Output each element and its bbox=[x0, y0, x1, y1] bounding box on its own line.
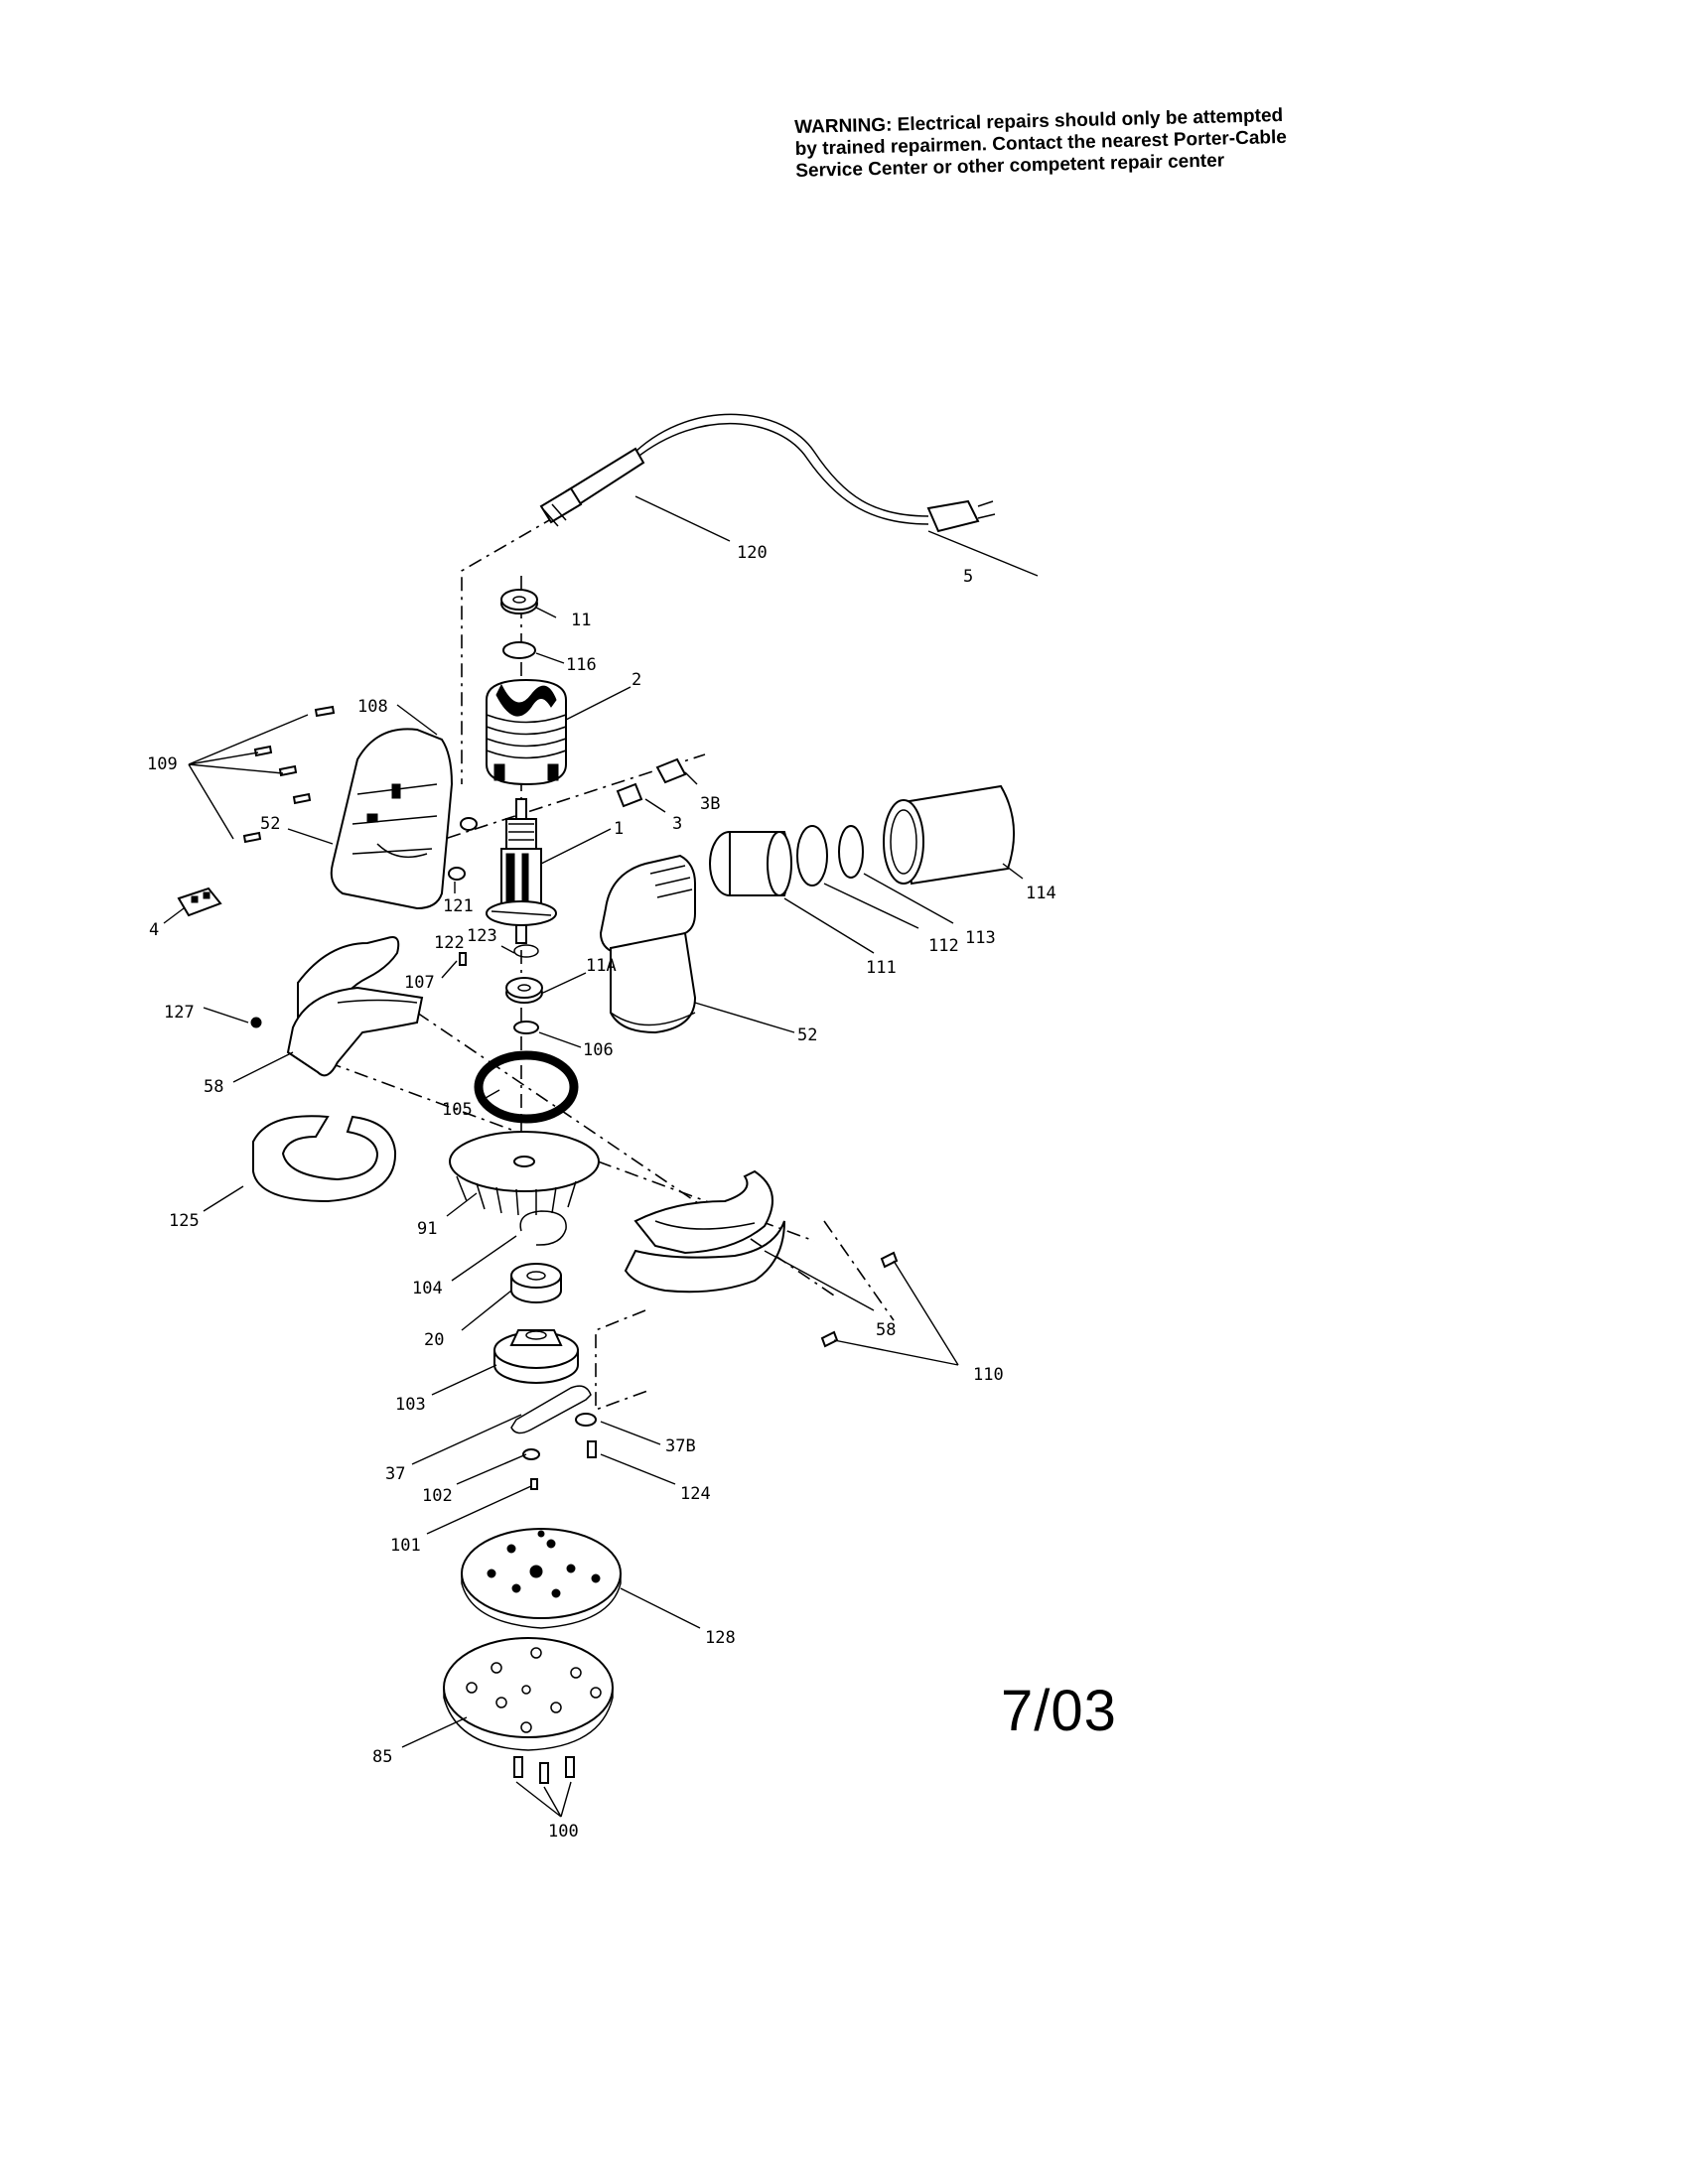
label-37: 37 bbox=[385, 1464, 405, 1484]
label-52-handle: 52 bbox=[260, 814, 280, 834]
label-11a: 11A bbox=[586, 956, 617, 976]
label-107: 107 bbox=[404, 973, 435, 993]
label-3: 3 bbox=[672, 814, 682, 834]
label-1: 1 bbox=[614, 819, 624, 839]
screw-124 bbox=[587, 1440, 597, 1458]
label-2: 2 bbox=[632, 670, 641, 690]
nut-37b bbox=[575, 1413, 597, 1427]
sanding-pad-85 bbox=[443, 1637, 614, 1751]
part-labels: 120 5 11 116 2 108 109 52 3 3B 1 114 113… bbox=[147, 543, 1056, 1842]
label-52-motor: 52 bbox=[797, 1025, 817, 1045]
washer-102 bbox=[522, 1448, 540, 1460]
bearing-11 bbox=[500, 589, 538, 614]
label-103: 103 bbox=[395, 1395, 426, 1415]
label-5: 5 bbox=[963, 567, 973, 587]
retaining-ring-104 bbox=[519, 1210, 567, 1246]
label-101: 101 bbox=[390, 1536, 421, 1556]
handle-housing-108 bbox=[330, 728, 454, 910]
brush-3b bbox=[655, 757, 687, 784]
fan-91 bbox=[449, 1131, 600, 1216]
gasket-112 bbox=[796, 825, 828, 887]
shroud-58-upper bbox=[250, 936, 424, 1077]
label-105: 105 bbox=[442, 1100, 473, 1120]
label-125: 125 bbox=[169, 1211, 200, 1231]
washer-106 bbox=[513, 1021, 539, 1034]
label-4: 4 bbox=[149, 920, 159, 940]
label-3b: 3B bbox=[700, 794, 720, 814]
label-128: 128 bbox=[705, 1628, 736, 1648]
backing-pad-128 bbox=[461, 1528, 622, 1629]
c-ring-125 bbox=[252, 1115, 397, 1203]
screws-109 bbox=[242, 705, 336, 844]
switch-4 bbox=[177, 887, 222, 917]
label-120: 120 bbox=[737, 543, 768, 563]
retaining-ring-122 bbox=[513, 944, 539, 958]
nut-121 bbox=[448, 867, 466, 881]
brush-holder-3 bbox=[616, 782, 643, 808]
label-37b: 37B bbox=[665, 1436, 696, 1456]
armature-1 bbox=[486, 798, 557, 944]
motor-housing-52 bbox=[599, 854, 697, 1034]
leader-lines bbox=[163, 495, 1039, 1818]
dust-port-111 bbox=[709, 831, 792, 896]
label-110: 110 bbox=[973, 1365, 1004, 1385]
screw-101 bbox=[530, 1478, 538, 1490]
bearing-11a bbox=[505, 977, 543, 1004]
label-11: 11 bbox=[571, 611, 591, 630]
label-91: 91 bbox=[417, 1219, 437, 1239]
power-cord-assembly bbox=[539, 413, 996, 533]
filter-113 bbox=[838, 825, 864, 879]
belt-37 bbox=[510, 1385, 592, 1434]
nut-121b bbox=[460, 817, 478, 831]
label-127: 127 bbox=[164, 1003, 195, 1023]
counterweight-103 bbox=[493, 1329, 579, 1384]
shroud-58-lower bbox=[624, 1169, 785, 1294]
label-121: 121 bbox=[443, 896, 474, 916]
label-108: 108 bbox=[357, 697, 388, 717]
label-123: 123 bbox=[467, 926, 497, 946]
label-102: 102 bbox=[422, 1486, 453, 1506]
washer-116 bbox=[502, 641, 536, 659]
label-112: 112 bbox=[928, 936, 959, 956]
field-2 bbox=[486, 678, 567, 786]
label-109: 109 bbox=[147, 754, 178, 774]
label-58-upper: 58 bbox=[204, 1077, 223, 1097]
pin-107 bbox=[459, 952, 467, 966]
screws-100 bbox=[513, 1756, 575, 1784]
label-100: 100 bbox=[548, 1822, 579, 1842]
o-ring-105 bbox=[474, 1050, 579, 1124]
label-20: 20 bbox=[424, 1330, 444, 1350]
label-111: 111 bbox=[866, 958, 897, 978]
label-116: 116 bbox=[566, 655, 597, 675]
label-85: 85 bbox=[372, 1747, 392, 1767]
label-114: 114 bbox=[1026, 884, 1056, 903]
bearing-20 bbox=[510, 1263, 562, 1303]
label-58-lower: 58 bbox=[876, 1320, 896, 1340]
label-104: 104 bbox=[412, 1279, 443, 1298]
label-122: 122 bbox=[434, 933, 465, 953]
label-124: 124 bbox=[680, 1484, 711, 1504]
date-stamp: 7/03 bbox=[1001, 1679, 1117, 1743]
label-113: 113 bbox=[965, 928, 996, 948]
label-106: 106 bbox=[583, 1040, 614, 1060]
dust-canister-114 bbox=[883, 784, 1016, 886]
